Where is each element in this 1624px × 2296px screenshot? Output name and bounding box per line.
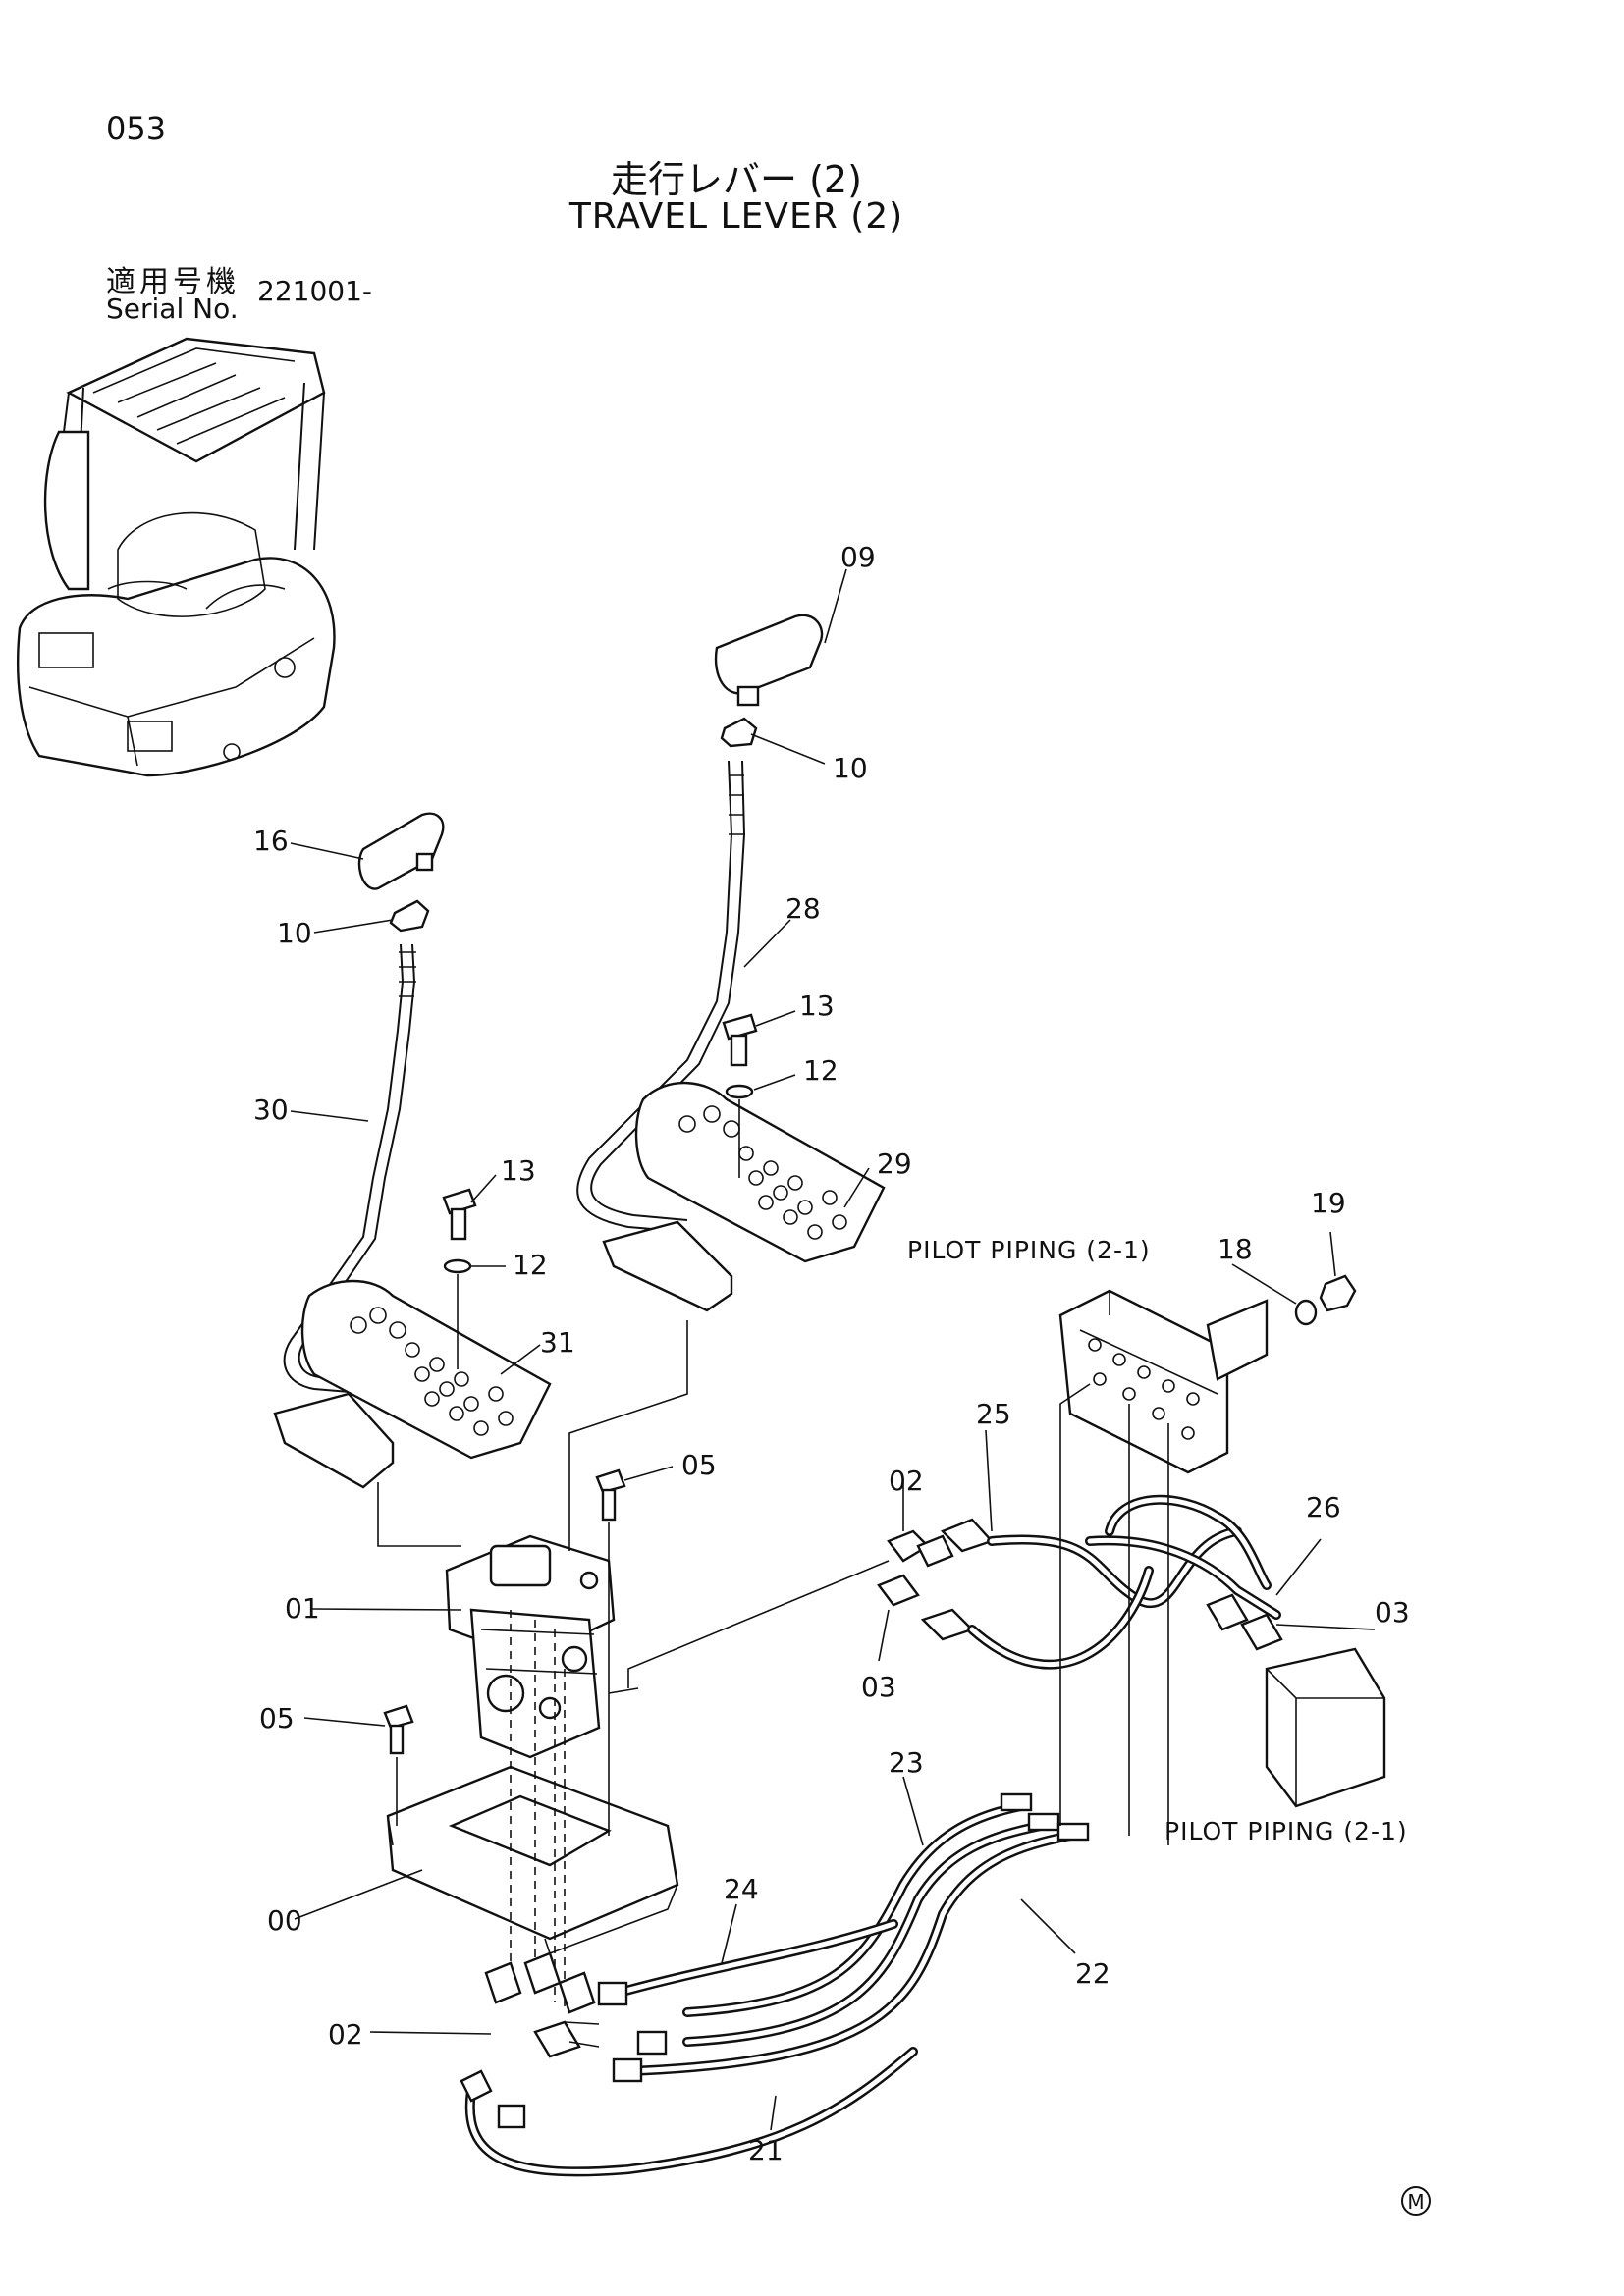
label-part-01: 01 <box>285 1592 320 1625</box>
label-part-19: 19 <box>1311 1187 1346 1219</box>
label-part-02-upper: 02 <box>889 1465 924 1497</box>
label-part-21: 21 <box>748 2134 784 2166</box>
title-english: TRAVEL LEVER (2) <box>568 196 904 237</box>
label-part-05-lower: 05 <box>259 1702 295 1735</box>
label-part-13-right: 13 <box>799 989 835 1022</box>
label-part-24: 24 <box>724 1873 759 1905</box>
label-part-03-right: 03 <box>1375 1596 1410 1629</box>
circled-m-symbol: M <box>1401 2186 1431 2216</box>
guide-lines <box>377 1320 688 1551</box>
label-part-10-right: 10 <box>833 752 868 784</box>
note-pilot-piping-top: PILOT PIPING (2-1) <box>907 1236 1151 1264</box>
label-part-02-lower: 02 <box>328 2018 363 2051</box>
lower-fittings <box>484 1951 600 2058</box>
label-part-12-left: 12 <box>513 1249 548 1281</box>
serial-label-japanese: 適用号機 <box>106 265 240 299</box>
fittings-cluster <box>608 1518 995 1694</box>
excavator-illustration <box>17 337 336 777</box>
label-part-10-left: 10 <box>277 917 312 949</box>
label-part-16: 16 <box>253 825 289 857</box>
label-part-22: 22 <box>1075 1957 1110 1990</box>
label-part-30: 30 <box>253 1094 289 1126</box>
label-part-28: 28 <box>785 892 821 925</box>
page-number: 053 <box>106 110 167 147</box>
label-part-26: 26 <box>1306 1491 1341 1523</box>
serial-value: 221001- <box>257 275 372 307</box>
label-part-00: 00 <box>267 1904 302 1937</box>
right-bracket-and-block <box>1058 1274 1386 1845</box>
label-part-31: 31 <box>540 1326 575 1359</box>
label-part-29: 29 <box>877 1148 912 1180</box>
serial-label-english: Serial No. <box>106 293 239 325</box>
symbol-letter: M <box>1407 2190 1424 2214</box>
label-part-12-right: 12 <box>803 1054 839 1087</box>
left-lever-assembly <box>273 812 552 1489</box>
title-japanese: 走行レバー (2) <box>611 158 862 201</box>
leader-lines <box>290 568 1376 2131</box>
label-part-25: 25 <box>976 1398 1011 1430</box>
hose-routing <box>460 1494 1281 2177</box>
note-pilot-piping-bottom: PILOT PIPING (2-1) <box>1164 1817 1408 1845</box>
label-part-09: 09 <box>840 541 876 573</box>
right-lever-assembly <box>576 614 886 1312</box>
pilot-valve-and-bracket <box>383 1468 679 2012</box>
label-part-13-left: 13 <box>501 1154 536 1187</box>
label-part-03-left: 03 <box>861 1671 896 1703</box>
label-part-05-upper: 05 <box>681 1449 717 1481</box>
label-part-23: 23 <box>889 1746 924 1779</box>
label-part-18: 18 <box>1218 1233 1253 1265</box>
